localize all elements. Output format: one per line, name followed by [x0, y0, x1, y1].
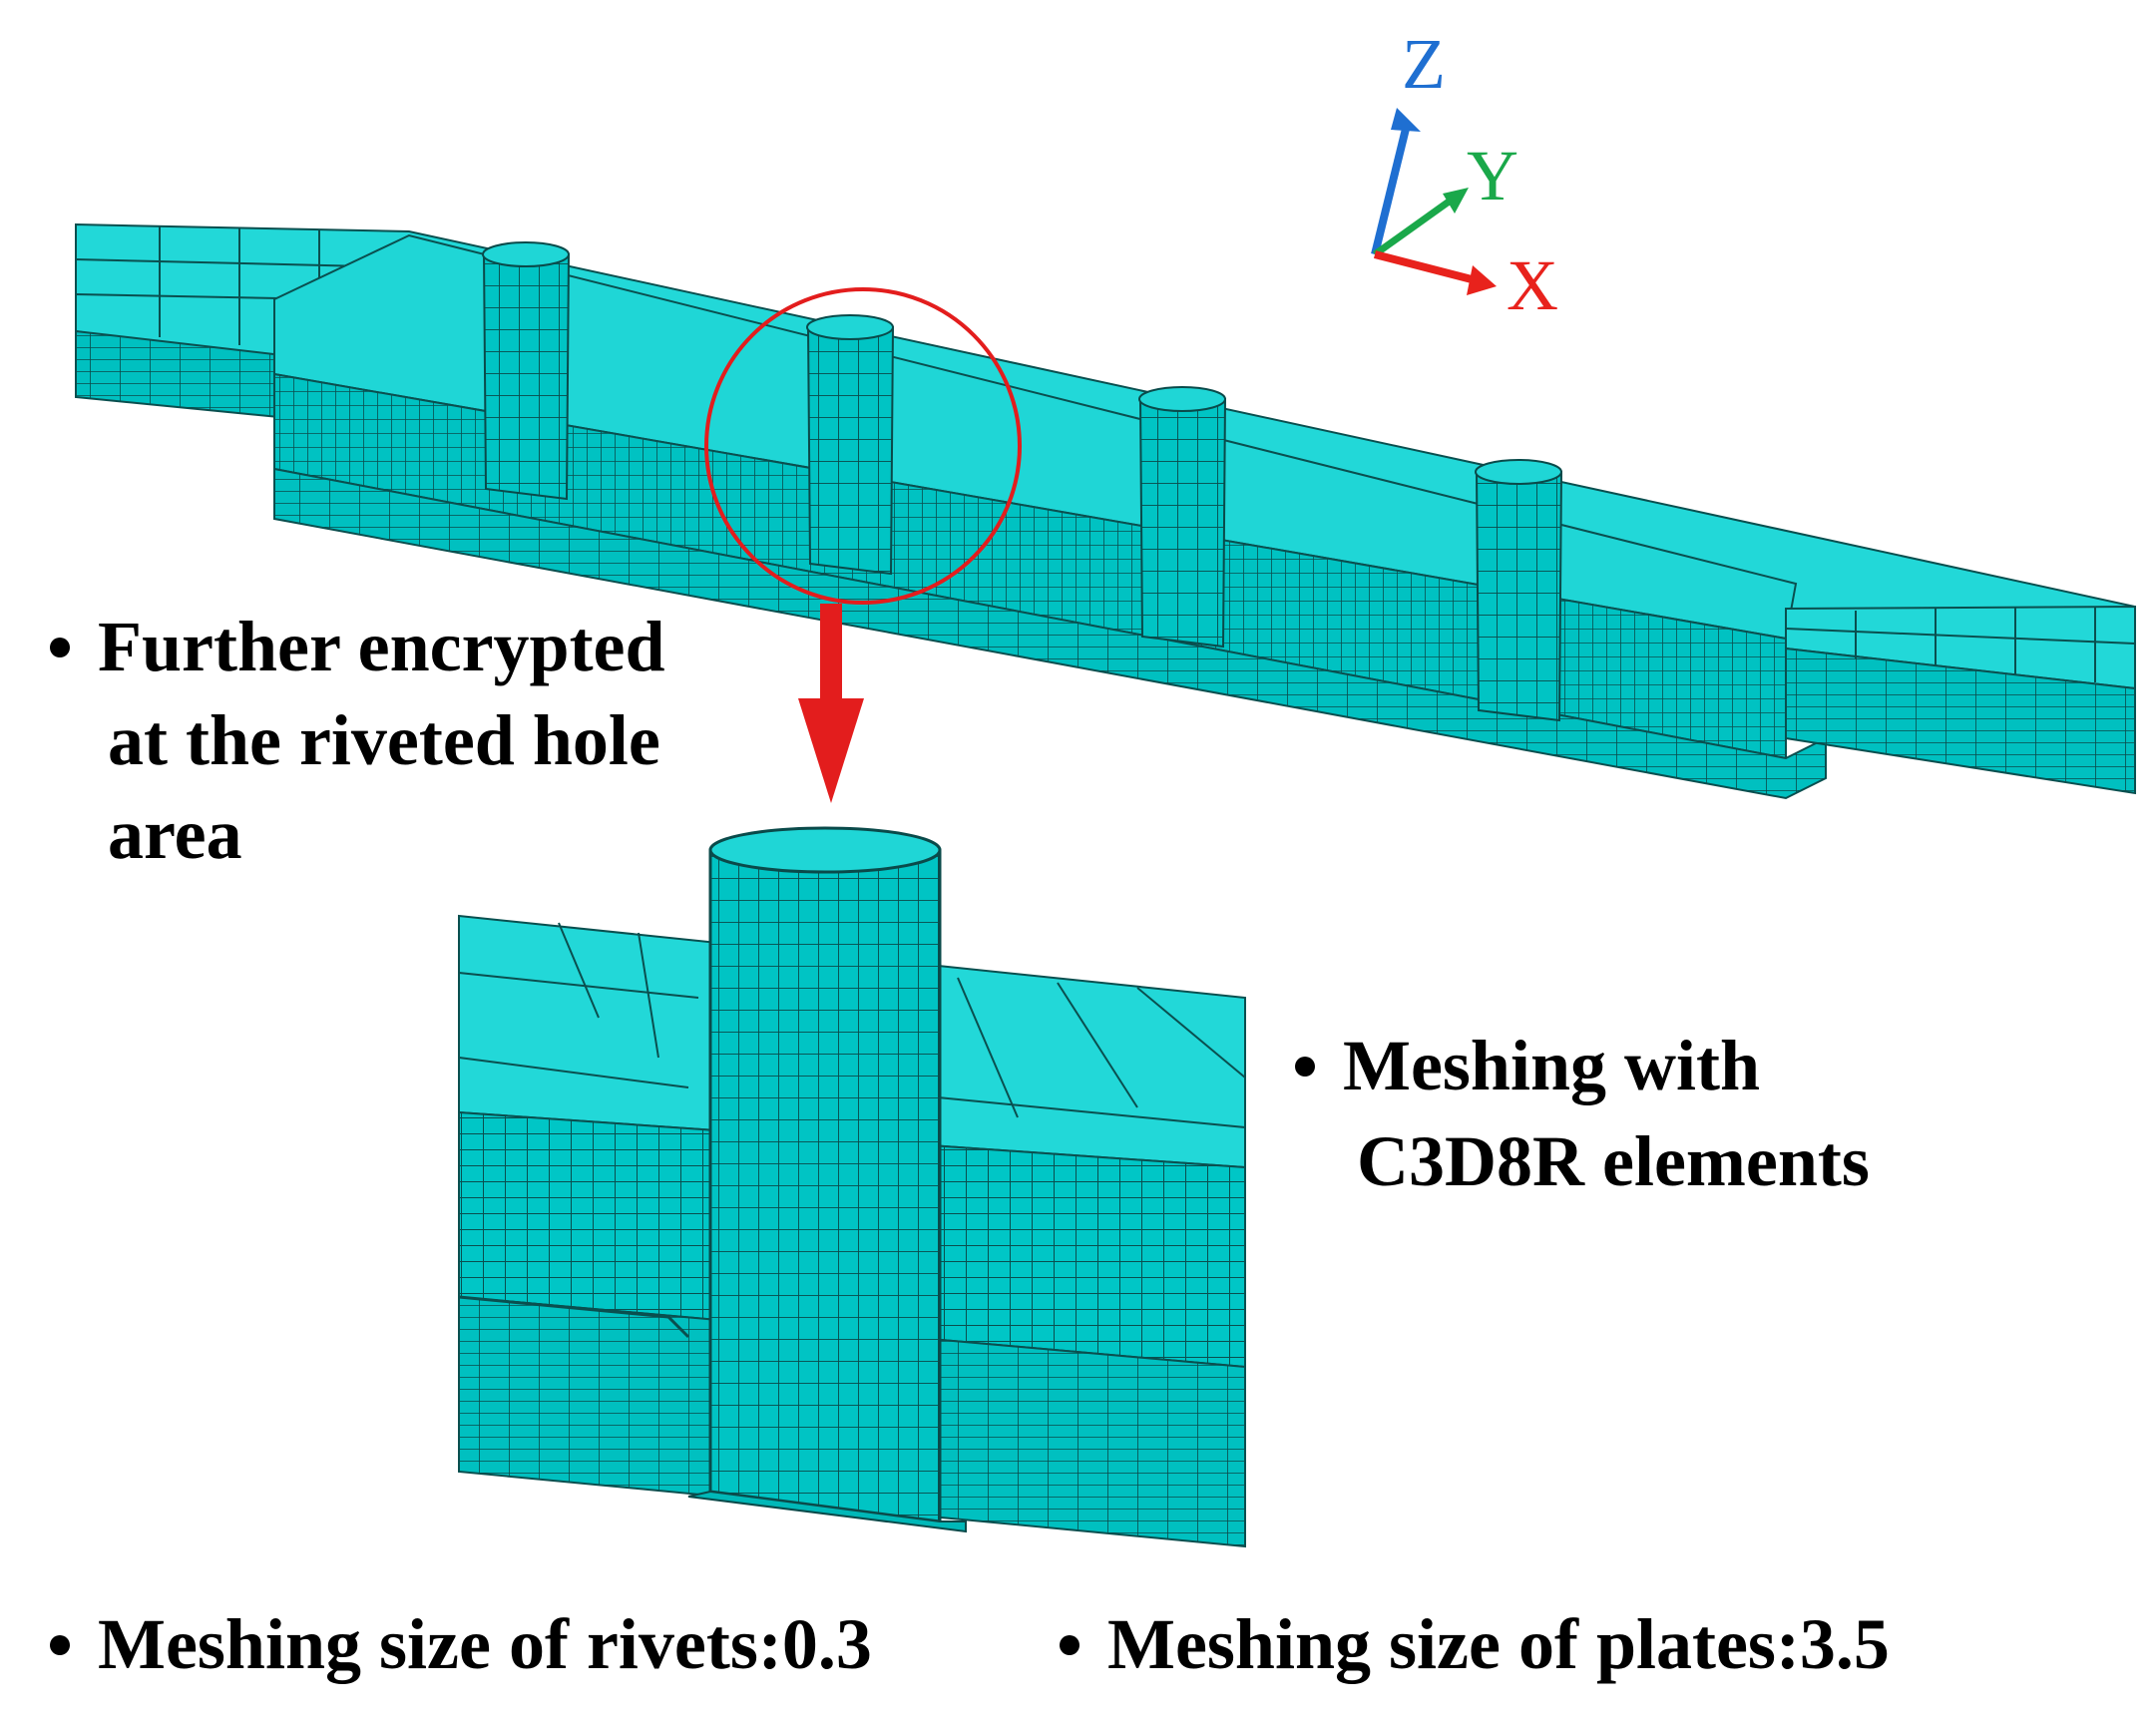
y-axis-label: Y — [1467, 136, 1518, 216]
bullet-icon — [50, 638, 70, 658]
lower-plate-right-front — [1785, 647, 2136, 795]
bullet-icon — [1295, 1057, 1315, 1078]
element-note: Meshing with — [1295, 1030, 1760, 1101]
detail-view — [458, 826, 1246, 1548]
rivet-1 — [482, 241, 571, 501]
highlight-circle — [704, 287, 1022, 605]
bullet-icon — [50, 1635, 70, 1656]
down-arrow — [798, 604, 864, 803]
rivet-2 — [806, 314, 895, 576]
rivet-3 — [1138, 386, 1227, 649]
z-axis-label: Z — [1402, 24, 1446, 104]
encrypted-line-2: at the riveted hole — [108, 700, 660, 780]
rivet-4 — [1475, 459, 1563, 722]
bullet-icon — [1060, 1635, 1079, 1656]
rivet-size-note: Meshing size of rivets:0.3 — [50, 1608, 872, 1680]
encrypted-line-1: Further encrypted — [98, 607, 665, 686]
element-line-1: Meshing with — [1343, 1026, 1761, 1105]
encrypted-line-3: area — [108, 794, 242, 874]
detail-rivet-head — [708, 826, 942, 874]
plate-size-text: Meshing size of plates:3.5 — [1107, 1604, 1890, 1684]
element-line-2: C3D8R elements — [1357, 1121, 1870, 1201]
rivet-size-text: Meshing size of rivets:0.3 — [98, 1604, 872, 1684]
plate-size-note: Meshing size of plates:3.5 — [1060, 1608, 1890, 1680]
coordinate-axes — [1371, 108, 1497, 295]
x-axis-label: X — [1507, 245, 1558, 325]
beam-assembly — [75, 222, 2136, 803]
overlap-front — [273, 467, 1827, 800]
detail-rivet-shank — [708, 848, 942, 1523]
encrypted-note: Further encrypted — [50, 611, 665, 682]
